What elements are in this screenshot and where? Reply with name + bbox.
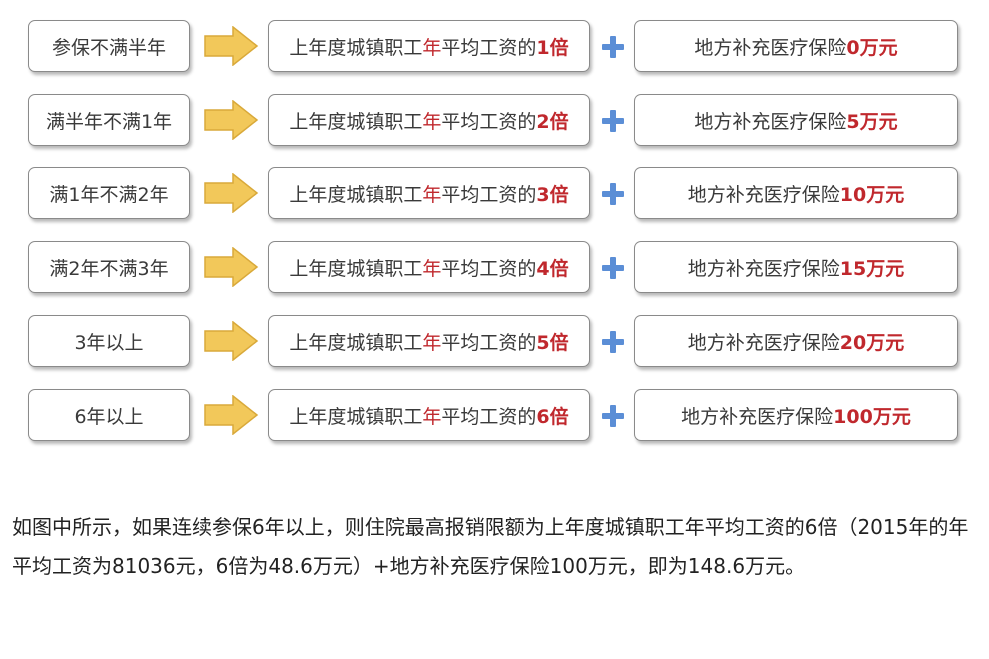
formula-prefix: 上年度城镇职工 (289, 110, 423, 133)
wage-multiplier: 5倍 (536, 331, 569, 354)
wage-multiplier: 2倍 (536, 110, 569, 133)
formula-prefix: 上年度城镇职工 (289, 36, 423, 59)
right-arrow-icon (204, 26, 259, 66)
formula-highlight: 年 (422, 36, 442, 59)
insurance-label: 地方补充医疗保险 (694, 110, 847, 133)
right-arrow-icon (204, 395, 259, 435)
plus-icon (602, 257, 624, 279)
formula-highlight: 年 (422, 405, 442, 428)
formula-middle: 平均工资的 (441, 36, 537, 59)
condition-label: 满半年不满1年 (45, 110, 173, 133)
right-arrow-icon (204, 247, 259, 287)
insurance-label: 地方补充医疗保险 (687, 183, 840, 206)
insurance-amount: 100万元 (833, 405, 911, 428)
wage-multiplier: 6倍 (536, 405, 569, 428)
insurance-label: 地方补充医疗保险 (687, 331, 840, 354)
insurance-amount: 0万元 (846, 36, 898, 59)
formula-middle: 平均工资的 (441, 405, 537, 428)
condition-box: 6年以上 (28, 389, 190, 441)
condition-label: 参保不满半年 (51, 36, 166, 59)
formula-highlight: 年 (422, 257, 442, 280)
formula-prefix: 上年度城镇职工 (289, 257, 423, 280)
wage-multiplier: 4倍 (536, 257, 569, 280)
plus-icon (602, 36, 624, 58)
condition-box: 3年以上 (28, 315, 190, 367)
formula-middle: 平均工资的 (441, 183, 537, 206)
insurance-label: 地方补充医疗保险 (694, 36, 847, 59)
explanation-paragraph: 如图中所示，如果连续参保6年以上，则住院最高报销限额为上年度城镇职工年平均工资的… (12, 515, 969, 578)
insurance-amount: 15万元 (839, 257, 905, 280)
wage-multiplier: 3倍 (536, 183, 569, 206)
formula-prefix: 上年度城镇职工 (289, 405, 423, 428)
condition-box: 满2年不满3年 (28, 241, 190, 293)
right-arrow-icon (204, 173, 259, 213)
condition-label: 满2年不满3年 (49, 257, 169, 280)
plus-icon (602, 405, 624, 427)
condition-box: 满1年不满2年 (28, 167, 190, 219)
plus-icon (602, 331, 624, 353)
formula-prefix: 上年度城镇职工 (289, 183, 423, 206)
condition-label: 3年以上 (74, 331, 144, 354)
formula-highlight: 年 (422, 183, 442, 206)
formula-highlight: 年 (422, 331, 442, 354)
condition-box: 满半年不满1年 (28, 94, 190, 146)
insurance-label: 地方补充医疗保险 (681, 405, 834, 428)
plus-icon (602, 110, 624, 132)
formula-middle: 平均工资的 (441, 257, 537, 280)
condition-label: 6年以上 (74, 405, 144, 428)
right-arrow-icon (204, 321, 259, 361)
condition-box: 参保不满半年 (28, 20, 190, 72)
insurance-amount: 5万元 (846, 110, 898, 133)
insurance-amount: 10万元 (839, 183, 905, 206)
right-arrow-icon (204, 100, 259, 140)
plus-icon (602, 183, 624, 205)
formula-middle: 平均工资的 (441, 331, 537, 354)
formula-middle: 平均工资的 (441, 110, 537, 133)
formula-highlight: 年 (422, 110, 442, 133)
wage-multiplier: 1倍 (536, 36, 569, 59)
condition-label: 满1年不满2年 (49, 183, 169, 206)
formula-prefix: 上年度城镇职工 (289, 331, 423, 354)
insurance-amount: 20万元 (839, 331, 905, 354)
insurance-label: 地方补充医疗保险 (687, 257, 840, 280)
